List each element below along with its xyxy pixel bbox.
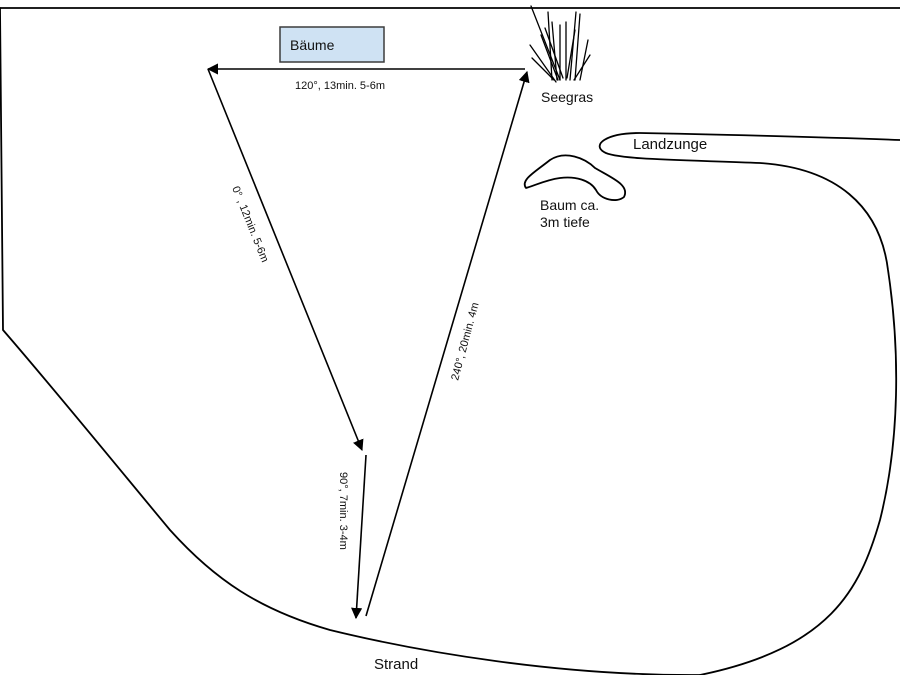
tree-depth-label-line1: Baum ca. [540, 197, 599, 213]
seagrass-label: Seegras [541, 89, 593, 105]
route-leg-0-arrow [207, 68, 364, 452]
trees-label: Bäume [290, 37, 335, 53]
shoreline-west [0, 7, 701, 675]
landzunge-label: Landzunge [633, 136, 707, 153]
sunken-tree-outline [523, 154, 627, 201]
seagrass-icon [529, 5, 591, 83]
beach-label: Strand [374, 656, 418, 673]
leg-120-label: 120°, 13min. 5-6m [295, 80, 385, 92]
route-leg-90-arrow [351, 454, 367, 620]
leg-90-label: 90°, 7min. 3-4m [337, 472, 349, 550]
tree-depth-label-line2: 3m tiefe [540, 214, 590, 230]
leg-0-label: 0° , 12min. 5-6m [229, 185, 270, 264]
shoreline-bay [598, 132, 900, 675]
trees-box [279, 26, 385, 63]
leg-240-label: 240°, 20min. 4m [449, 301, 481, 382]
route-leg-240-arrow [365, 70, 530, 617]
